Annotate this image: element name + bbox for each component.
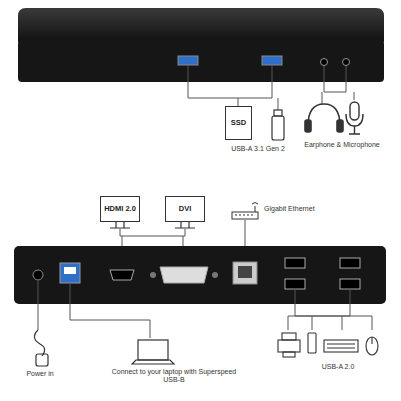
- port-label: Gigabit Ethernet: [264, 205, 318, 213]
- port-label: USB-A 3.1 Gen 2: [205, 145, 311, 153]
- leader-lines: [38, 281, 372, 338]
- dock-front: [18, 8, 384, 82]
- node-text: SSD: [231, 119, 246, 127]
- port-label: Connect to your laptop with Superspeed U…: [110, 368, 238, 385]
- headphones-icon: [305, 104, 343, 132]
- node-text: HDMI 2.0: [104, 205, 136, 213]
- usb-stick-icon: [272, 110, 284, 140]
- port-label: Earphone & Microphone: [298, 141, 386, 149]
- network-switch-icon: [232, 203, 258, 220]
- usb-device-icons: [278, 333, 378, 357]
- monitor-stands: [110, 222, 195, 228]
- leader-lines: [188, 65, 354, 110]
- port-label: USB-A 2.0: [296, 363, 380, 371]
- laptop-icon: [132, 340, 174, 364]
- node-text: DVI: [179, 205, 192, 213]
- ssd-icon: SSD: [225, 106, 252, 140]
- microphone-icon: [346, 102, 363, 134]
- monitor-box: DVI: [165, 196, 205, 222]
- monitor-box: HDMI 2.0: [100, 196, 140, 222]
- port-label: Power in: [14, 370, 66, 378]
- power-adapter-icon: [34, 330, 48, 366]
